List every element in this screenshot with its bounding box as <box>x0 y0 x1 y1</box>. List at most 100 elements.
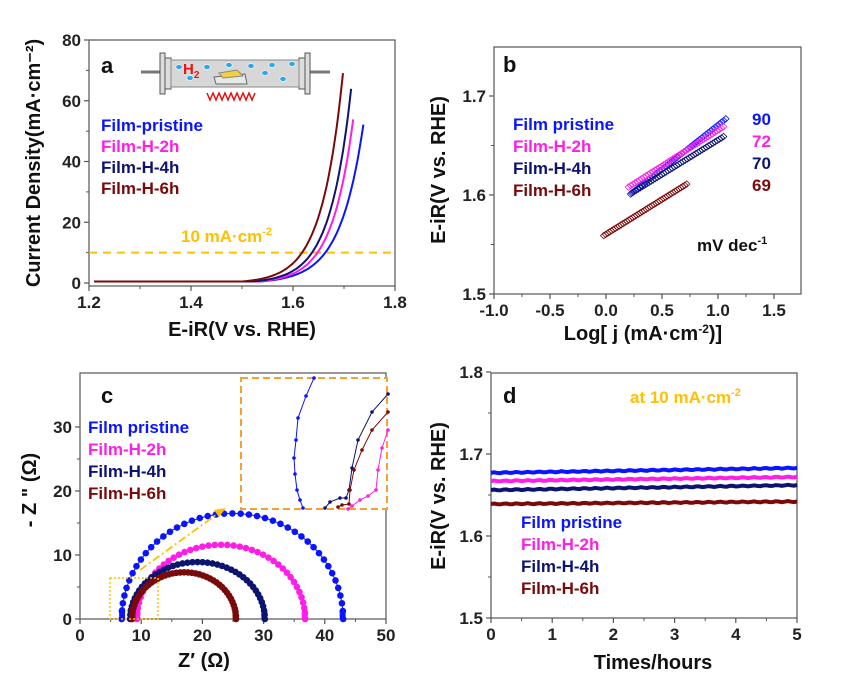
gas-bubble <box>175 64 183 70</box>
nyquist-point-pristine <box>147 543 155 551</box>
x-tick-label: 30 <box>254 626 273 645</box>
nyquist-point-pristine <box>328 569 336 577</box>
nyquist-point-pristine <box>133 562 140 570</box>
nyquist-point-h2h <box>299 599 307 606</box>
inset-point-h6h <box>352 468 356 472</box>
tafel-point-pristine <box>719 116 728 125</box>
x-tick-label: 1.4 <box>179 293 203 312</box>
gas-bubble <box>203 64 211 70</box>
nyquist-point-pristine <box>123 584 130 592</box>
x-tick-label: 50 <box>377 626 396 645</box>
inset-point-h6h <box>370 428 374 432</box>
nyquist-point-h2h <box>242 544 250 552</box>
nyquist-point-pristine <box>277 520 284 528</box>
nyquist-point-pristine <box>160 533 167 540</box>
nyquist-point-pristine <box>119 599 127 607</box>
inset-point-h4h <box>356 438 360 442</box>
inset-point-pristine <box>293 472 297 476</box>
tafel-unit-label: mV dec-1 <box>697 235 767 255</box>
legend-film-h-4h: Film-H-4h <box>88 462 166 481</box>
gas-bubble <box>288 61 296 67</box>
nyquist-point-h4h <box>199 558 206 566</box>
nyquist-point-h2h <box>175 551 183 559</box>
inset-point-h4h <box>328 500 332 504</box>
legend-h4h: Film-H-4h <box>513 159 591 178</box>
inset-point-h2h <box>350 504 354 508</box>
y-tick-label: 30 <box>53 418 72 437</box>
x-tick-label: 0.5 <box>650 301 674 320</box>
inset-point-pristine <box>294 438 298 442</box>
panel-b-frame <box>493 46 802 295</box>
nyquist-point-h4h <box>189 558 196 566</box>
nyquist-point-h2h <box>293 583 301 591</box>
nyquist-point-h2h <box>192 544 200 552</box>
gas-bubble <box>279 76 287 82</box>
nyquist-point-h2h <box>275 561 282 568</box>
tafel-slope-pristine: 90 <box>752 110 771 129</box>
nyquist-point-h6h <box>129 607 136 613</box>
inset-point-h2h <box>366 494 370 498</box>
y-tick-label: 10 <box>53 546 72 565</box>
legend-h6h: Film-H-6h <box>513 181 591 200</box>
panel-c-xlabel: Z′ (Ω) <box>178 650 230 672</box>
x-tick-label: 1.0 <box>706 301 730 320</box>
reference-line-label: 10 mA·cm-2 <box>181 226 272 246</box>
inset-point-h4h <box>344 496 348 500</box>
nyquist-line-h4h <box>129 561 266 620</box>
nyquist-point-h2h <box>224 541 231 549</box>
inset-point-pristine <box>312 376 316 380</box>
y-tick-label: 20 <box>53 482 72 501</box>
inset-point-h2h <box>346 507 350 511</box>
nyquist-point-pristine <box>245 511 253 518</box>
inset-point-h2h <box>380 446 384 450</box>
nyquist-point-pristine <box>339 608 346 614</box>
nyquist-point-pristine <box>320 556 328 563</box>
x-tick-label: 1.8 <box>383 293 407 312</box>
inset-point-h6h <box>336 505 340 509</box>
legend-film-pristine: Film-pristine <box>101 116 203 135</box>
y-tick-label: 40 <box>62 153 81 172</box>
tafel-slope-h4h: 70 <box>752 154 771 173</box>
y-tick-label: 20 <box>62 213 81 232</box>
nyquist-point-pristine <box>261 514 269 522</box>
nyquist-point-pristine <box>166 528 174 536</box>
nyquist-point-pristine <box>121 592 128 599</box>
legend-film-h-4h: Film-H-4h <box>101 158 179 177</box>
stability-line-h2h <box>490 474 798 484</box>
nyquist-point-h2h <box>298 593 305 601</box>
x-tick-label: 5 <box>792 625 801 644</box>
h2-label: H2 <box>183 61 200 81</box>
nyquist-point-h4h <box>184 559 191 566</box>
nyquist-point-h2h <box>259 551 267 559</box>
legend-film-h-6h: Film-H-6h <box>88 484 166 503</box>
nyquist-point-h4h <box>194 558 201 566</box>
nyquist-point-h2h <box>205 542 212 549</box>
nyquist-point-h6h <box>232 608 239 614</box>
panel-b-ylabel: E-iR(V vs. RHE) <box>428 96 450 244</box>
gas-bubble <box>261 70 269 76</box>
panel-d-annotation: at 10 mA·cm-2 <box>630 387 741 407</box>
nyquist-point-pristine <box>337 592 344 599</box>
nyquist-point-pristine <box>188 517 196 524</box>
nyquist-point-pristine <box>269 517 277 524</box>
nyquist-point-pristine <box>125 577 133 584</box>
nyquist-point-pristine <box>196 514 204 522</box>
nyquist-point-h4h <box>261 608 268 614</box>
panel-a-xlabel: E-iR(V vs. RHE) <box>168 319 316 341</box>
nyquist-point-h2h <box>187 546 194 554</box>
nyquist-point-h2h <box>290 578 298 586</box>
legend-film-h-2h: Film-H-2h <box>101 137 179 156</box>
x-tick-label: 3 <box>670 625 679 644</box>
panel-c-ylabel: - Z " (Ω) <box>19 453 41 527</box>
inset-point-pristine <box>301 506 305 510</box>
nyquist-point-pristine <box>334 584 342 592</box>
heater-coil <box>206 91 256 102</box>
nyquist-point-h2h <box>265 554 272 561</box>
eis-zoom-inset <box>240 376 390 511</box>
nyquist-point-h2h <box>181 548 188 556</box>
nyquist-point-h2h <box>279 565 287 572</box>
nyquist-point-pristine <box>153 538 161 545</box>
nyquist-point-h2h <box>165 557 172 565</box>
